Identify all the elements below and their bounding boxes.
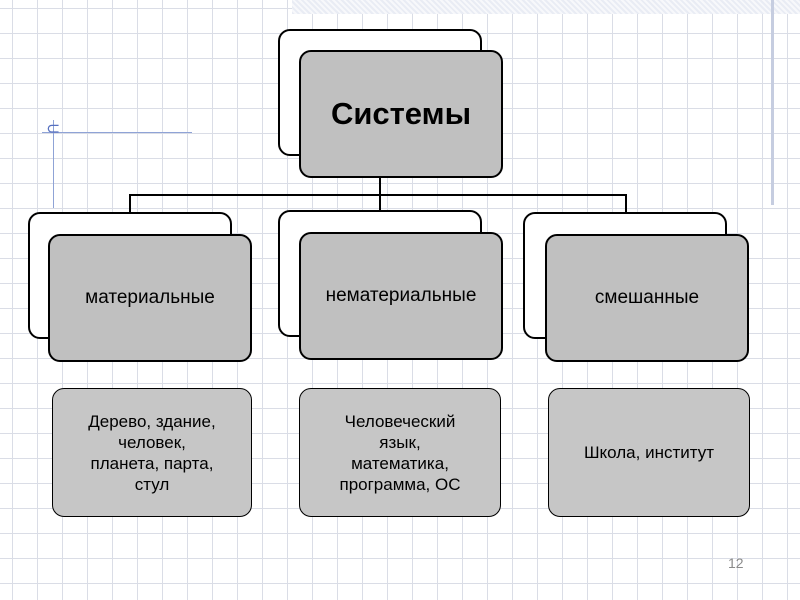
category-nonmaterial[interactable]: нематериальные xyxy=(299,232,503,360)
header-strip xyxy=(292,0,800,14)
examples-material-text: Дерево, здание, человек, планета, парта,… xyxy=(88,411,216,494)
slide-number: 12 xyxy=(728,555,744,571)
category-nonmaterial-label: нематериальные xyxy=(325,285,477,306)
connector-root-down xyxy=(379,176,381,196)
scroll-edge-bar xyxy=(771,0,774,205)
category-material[interactable]: материальные xyxy=(48,234,252,362)
cursor-guide-horizontal xyxy=(42,132,192,133)
examples-nonmaterial[interactable]: Человеческий язык, математика, программа… xyxy=(299,388,501,517)
connector-left-down xyxy=(129,194,131,213)
connector-middle-down xyxy=(379,194,381,211)
root-title: Системы xyxy=(330,96,472,131)
text-cursor-icon: ⊂ xyxy=(46,119,61,138)
category-mixed-label: смешанные xyxy=(594,287,700,308)
examples-mixed[interactable]: Школа, институт xyxy=(548,388,750,517)
cursor-guide-vertical xyxy=(53,120,54,208)
examples-nonmaterial-text: Человеческий язык, математика, программа… xyxy=(339,411,461,494)
category-mixed[interactable]: смешанные xyxy=(545,234,749,362)
root-node[interactable]: Системы xyxy=(299,50,503,178)
connector-right-down xyxy=(625,194,627,214)
category-material-label: материальные xyxy=(85,287,215,308)
connector-horizontal xyxy=(129,194,627,196)
examples-material[interactable]: Дерево, здание, человек, планета, парта,… xyxy=(52,388,252,517)
examples-mixed-text: Школа, институт xyxy=(583,443,715,462)
